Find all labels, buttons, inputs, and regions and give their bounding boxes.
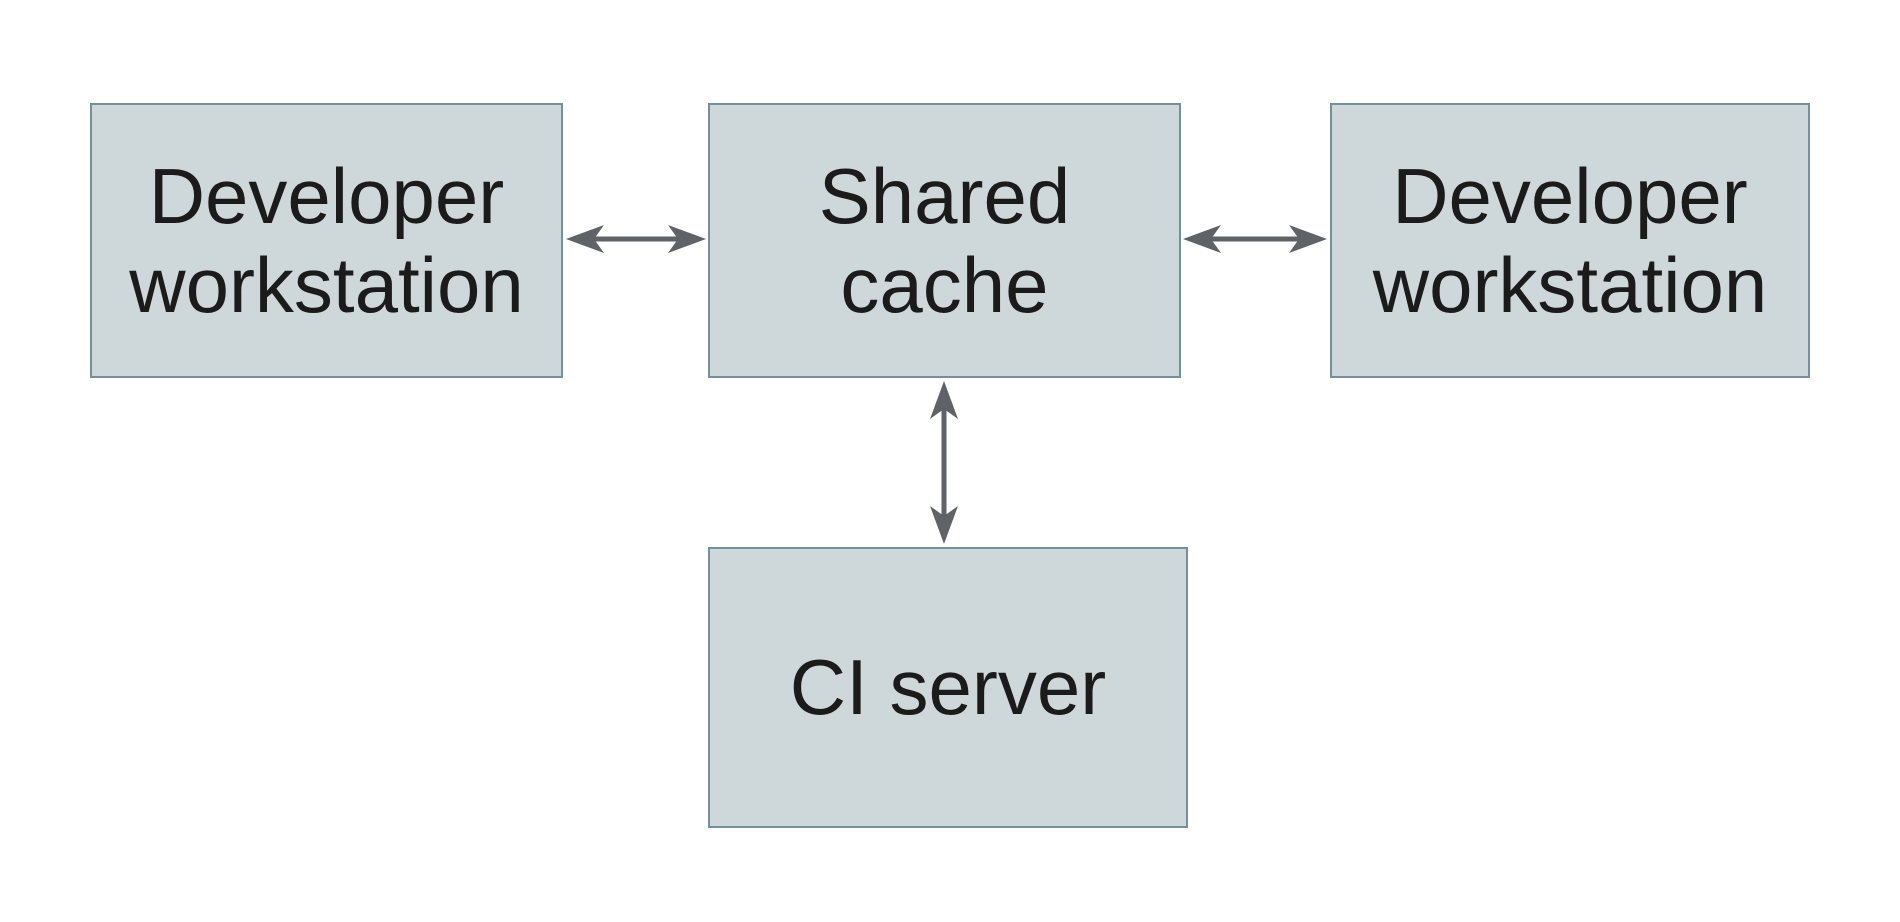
node-label-developer-workstation-left: Developer workstation (129, 152, 524, 328)
node-label-developer-workstation-right: Developer workstation (1373, 152, 1768, 328)
node-label-line: CI server (789, 643, 1107, 732)
node-label-ci-server: CI server (790, 643, 1106, 731)
node-label-line: Developer (1392, 152, 1748, 241)
node-developer-workstation-right: Developer workstation (1330, 103, 1810, 378)
node-developer-workstation-left: Developer workstation (90, 103, 563, 378)
node-label-line: workstation (1372, 240, 1768, 329)
node-label-line: cache (840, 240, 1049, 329)
arrow-cache-workstation-right-bidirectional-icon (1183, 225, 1327, 253)
node-label-line: workstation (129, 240, 524, 329)
node-label-shared-cache: Shared cache (819, 152, 1071, 328)
node-ci-server: CI server (708, 547, 1188, 828)
arrow-cache-ci-server-bidirectional-icon (930, 381, 958, 544)
node-shared-cache: Shared cache (708, 103, 1181, 378)
arrow-workstation-left-cache-bidirectional-icon (566, 225, 706, 253)
node-label-line: Shared (818, 152, 1071, 241)
node-label-line: Developer (148, 152, 505, 241)
